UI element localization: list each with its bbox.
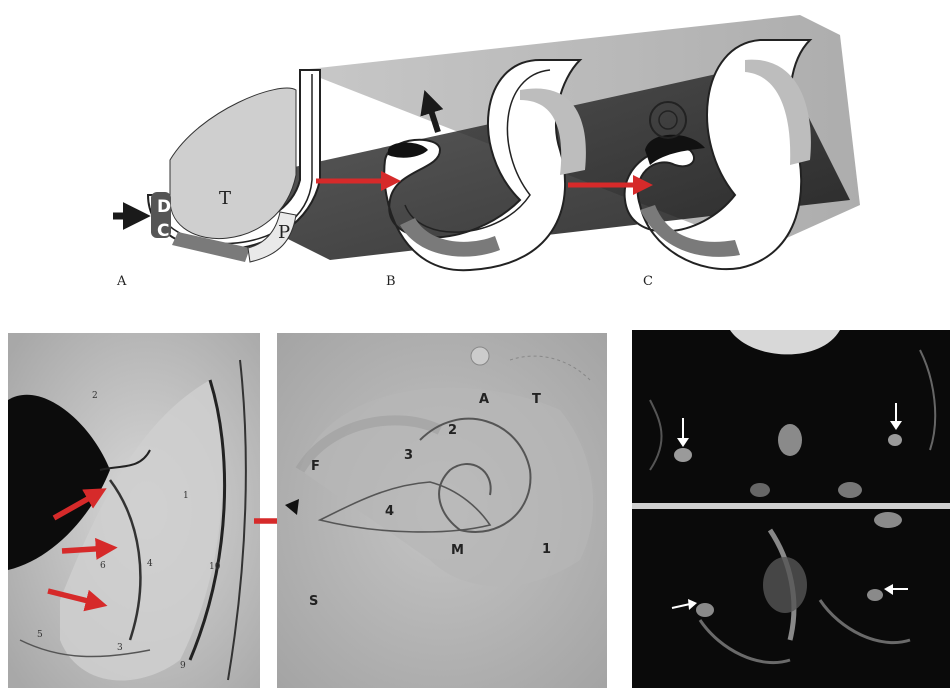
hist-label-f: F (311, 459, 320, 474)
hist-label-2: 2 (448, 423, 457, 438)
hist-label-3: 3 (404, 448, 413, 463)
label-c-region: C (157, 221, 169, 241)
hist-label-s: S (309, 594, 318, 609)
num-5: 5 (37, 630, 43, 640)
label-t: T (219, 188, 231, 209)
num-2: 2 (92, 391, 98, 401)
hist-label-t: T (532, 392, 541, 407)
hist-label-1: 1 (542, 542, 551, 557)
num-6: 6 (100, 561, 106, 571)
panel-label-b: B (386, 274, 396, 289)
hist-label-4: 4 (385, 504, 394, 519)
panel-label-c: C (643, 274, 653, 289)
folding-diagram: D C T S P A B C (113, 15, 860, 289)
label-s: S (205, 254, 217, 274)
num-9: 9 (180, 661, 186, 671)
histology-section: A T F S M 1 2 3 4 (277, 333, 607, 688)
panel-label-a: A (116, 274, 127, 289)
num-3: 3 (117, 643, 123, 653)
label-d: D (157, 197, 171, 217)
dissection-photo: 2 1 6 4 10 5 3 9 (8, 333, 260, 688)
mri-panels (632, 330, 950, 688)
hist-label-m: M (451, 543, 464, 558)
hist-label-a: A (479, 392, 489, 407)
num-4: 4 (147, 559, 153, 569)
label-p: P (278, 222, 290, 243)
num-1: 1 (183, 491, 189, 501)
red-arrow-left-2 (62, 548, 110, 551)
num-10: 10 (209, 562, 221, 572)
